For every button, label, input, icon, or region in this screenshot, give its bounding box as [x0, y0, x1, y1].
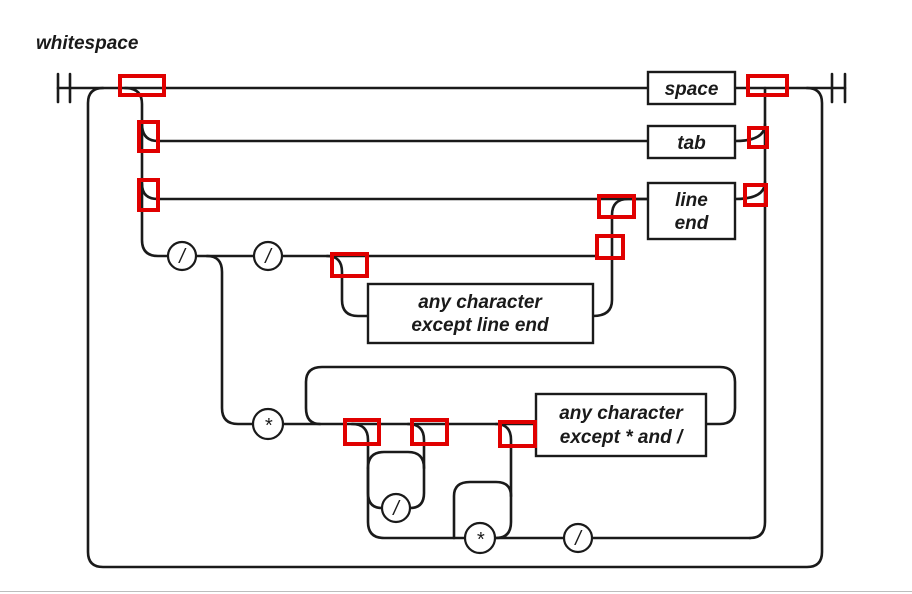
box-tab: tab: [646, 124, 737, 160]
highlight-marker: [746, 74, 789, 97]
box-line-end-label-1: line: [675, 190, 708, 211]
box-space-label: space: [665, 79, 719, 100]
box-any-char-line-label-2: except line end: [411, 315, 549, 336]
highlight-marker: [410, 418, 449, 446]
terminal-slash-d: /: [562, 522, 594, 554]
terminal-star-b: *: [463, 521, 497, 555]
highlight-marker: [343, 418, 381, 446]
terminal-slash-a: /: [166, 240, 198, 272]
highlight-marker: [747, 126, 769, 149]
highlight-marker: [137, 178, 160, 212]
terminal-slash-c-label: /: [391, 498, 401, 520]
terminal-star-a-label: *: [264, 415, 273, 437]
terminal-slash-c: /: [380, 492, 412, 524]
terminal-slash-a-label: /: [177, 246, 187, 268]
highlight-marker: [498, 420, 537, 448]
terminal-star-a: *: [251, 407, 285, 441]
terminal-slash-b: /: [252, 240, 284, 272]
box-any-char-line-label-1: any character: [418, 292, 543, 313]
box-line-end-label-2: end: [675, 213, 709, 234]
box-any-character-except-star-slash: any character except * and /: [534, 392, 708, 458]
box-line-end: line end: [646, 181, 737, 241]
box-any-char-star-label-2: except * and /: [560, 427, 684, 448]
highlight-marker: [595, 234, 625, 260]
highlight-markers: [118, 74, 789, 448]
box-tab-label: tab: [677, 133, 706, 154]
highlight-marker: [743, 183, 768, 207]
terminal-slash-b-label: /: [263, 246, 273, 268]
box-any-character-except-line-end: any character except line end: [366, 282, 595, 345]
highlight-marker: [330, 252, 369, 278]
box-space: space: [646, 70, 737, 106]
page-divider: [0, 591, 912, 592]
highlight-marker: [118, 74, 166, 97]
highlight-marker: [597, 194, 636, 219]
highlight-marker: [137, 120, 160, 153]
terminal-star-b-label: *: [476, 529, 485, 551]
box-any-char-star-label-1: any character: [559, 403, 684, 424]
terminal-slash-d-label: /: [573, 528, 583, 550]
diagram-title: whitespace: [36, 33, 139, 54]
